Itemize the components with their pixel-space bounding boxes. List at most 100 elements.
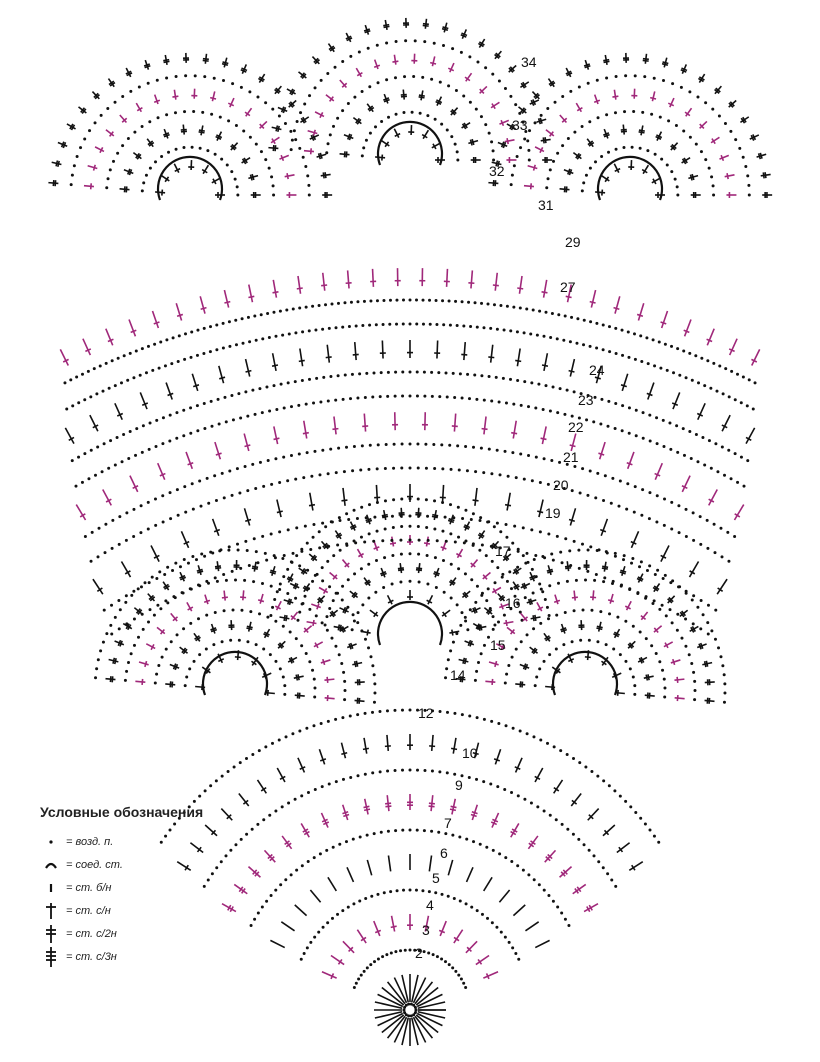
legend-label-sc: = ст. б/н [66, 881, 112, 894]
lower-chain-row [159, 708, 661, 844]
legend-item-dc: = ст. с/н [40, 899, 260, 922]
fan-stitches [455, 560, 715, 704]
fan-center-curl [156, 155, 224, 201]
wide-chain-row [63, 298, 757, 385]
fan-stitches [488, 52, 773, 198]
fan-chains [140, 145, 240, 197]
fan-chains [545, 110, 716, 197]
fan-stitches [135, 590, 335, 702]
legend: Условные обозначения = возд. п. = соед. … [40, 804, 260, 968]
fan-chains [269, 497, 551, 617]
row-number-label: 4 [426, 897, 434, 913]
fan-center-curl [596, 155, 664, 201]
row-number-label: 23 [578, 392, 594, 408]
row-number-label: 12 [418, 705, 434, 721]
fan-chains [296, 524, 524, 622]
row-number-labels: 2345679101214151617192021222324272931323… [415, 54, 605, 961]
fan-stitches [339, 89, 481, 163]
row-number-label: 19 [545, 505, 561, 521]
stitch-marks [48, 17, 773, 1046]
fan-stitches [595, 159, 665, 198]
row-number-label: 16 [505, 595, 521, 611]
row-number-label: 29 [565, 234, 581, 250]
fan-stitches [165, 620, 305, 699]
row-number-label: 17 [495, 543, 511, 559]
fan-stitches [48, 52, 333, 198]
legend-item-chain: = возд. п. [40, 830, 260, 853]
legend-label-chain: = возд. п. [66, 835, 114, 848]
wide-chain-row [102, 514, 718, 612]
double-treble-crochet-icon [46, 946, 56, 967]
row-number-label: 3 [422, 922, 430, 938]
row-number-label: 14 [450, 667, 466, 683]
fan-stitches [360, 590, 460, 636]
fan-stitches [119, 124, 261, 198]
fan-chains [325, 75, 496, 162]
wide-chain-row [83, 442, 737, 538]
row-number-label: 15 [490, 637, 506, 653]
fan-center-curl [551, 650, 619, 696]
fan-stitches [155, 159, 225, 198]
legend-item-tr: = ст. с/2н [40, 922, 260, 945]
wide-chain-row [74, 394, 746, 488]
fan-chains [580, 145, 680, 197]
fan-stitches [306, 535, 514, 627]
wide-chain-row [89, 466, 731, 563]
fan-stitches [195, 650, 275, 696]
double-crochet-icon [46, 902, 56, 919]
fan-stitches [485, 590, 685, 702]
row-number-label: 9 [455, 777, 463, 793]
fan-stitches [545, 650, 625, 696]
slip-stitch-icon [45, 862, 57, 869]
fan-chains [444, 548, 727, 704]
row-number-label: 10 [462, 745, 478, 761]
single-crochet-icon [49, 883, 53, 892]
fan-chains [105, 110, 276, 197]
fan-chains [360, 110, 460, 162]
legend-item-dtr: = ст. с/3н [40, 945, 260, 968]
row-number-label: 22 [568, 419, 584, 435]
fan-chains [323, 552, 497, 627]
lower-chain-row [299, 888, 521, 961]
row-number-label: 27 [560, 279, 576, 295]
lower-chain-row [202, 768, 618, 888]
fan-center-curl [201, 650, 269, 696]
fan-center-curl [376, 600, 444, 646]
lower-chain-row [249, 828, 571, 927]
legend-label-dtr: = ст. с/3н [66, 950, 117, 963]
row-number-label: 5 [432, 870, 440, 886]
row-number-label: 32 [489, 163, 505, 179]
fan-stitches [375, 124, 445, 163]
legend-label-dc: = ст. с/н [66, 904, 111, 917]
fan-stitches [105, 560, 365, 704]
lower-stitch-row [321, 914, 499, 980]
row-number-label: 6 [440, 845, 448, 861]
fan-stitches [515, 620, 655, 699]
lower-chain-row [352, 948, 468, 990]
chain-dot-icon [49, 839, 53, 844]
wide-stitch-row [59, 268, 761, 366]
fan-stitches [523, 88, 737, 198]
row-number-label: 20 [553, 477, 569, 493]
row-number-label: 31 [538, 197, 554, 213]
fan-stitches [303, 53, 517, 163]
treble-crochet-icon [46, 924, 56, 943]
legend-title: Условные обозначения [40, 804, 204, 820]
fan-chains [153, 608, 317, 699]
legend-item-sc: = ст. б/н [40, 876, 260, 899]
legend-item-slip: = соед. ст. [40, 853, 260, 876]
row-number-label: 33 [512, 117, 528, 133]
row-number-label: 24 [589, 362, 605, 378]
row-number-label: 2 [415, 945, 423, 961]
row-number-label: 7 [444, 815, 452, 831]
fan-stitches [279, 507, 541, 622]
fan-stitches [268, 17, 553, 163]
fan-chains [509, 74, 751, 197]
wide-stitch-row [75, 412, 745, 521]
lower-stitch-row [176, 734, 644, 871]
lower-stitch-row [221, 794, 599, 913]
legend-label-tr: = ст. с/2н [66, 927, 117, 940]
starting-ring [374, 974, 446, 1046]
fan-center-curl [376, 120, 444, 166]
